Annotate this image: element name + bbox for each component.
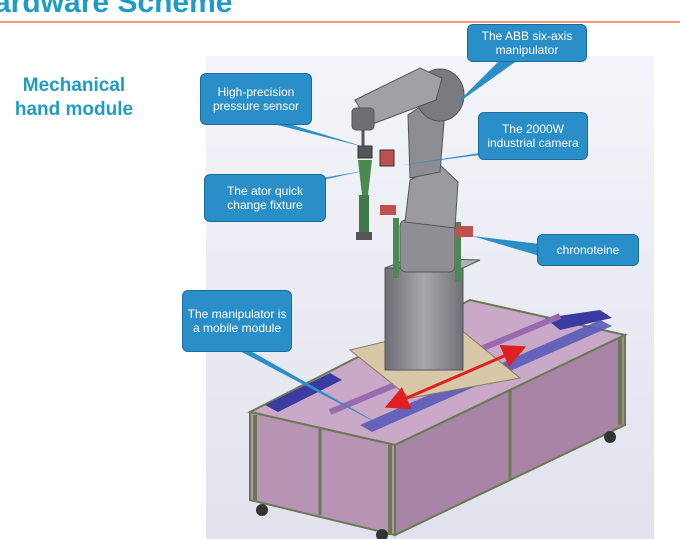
module-label: Mechanical hand module [0,74,148,122]
motion-arrow [384,344,527,410]
robot-pedestal [399,219,456,273]
rail-right [545,310,612,330]
leader-abb [455,60,518,105]
robot-wrist [351,107,375,131]
callout-mobile-module: The manipulator is a mobile module [182,290,292,352]
title-divider [0,21,680,23]
leader-mobile [215,338,390,430]
callout-chronoteine: chronoteine [537,234,639,266]
leader-pressure [258,120,368,148]
callout-pressure-sensor: High-precision pressure sensor [200,73,312,125]
module-label-line2: hand module [14,99,134,120]
robot-body [404,164,459,229]
callout-abb-manipulator: The ABB six-axis manipulator [467,24,587,62]
robot-base-box [384,267,464,371]
callout-industrial-camera: The 2000W industrial camera [478,112,588,160]
industrial-camera [379,149,395,167]
callout-quick-change-fixture: The ator quick change fixture [204,174,326,222]
quick-change-fixture [358,160,372,195]
rail-left [265,373,342,412]
leader-chrono [472,236,540,256]
pressure-sensor [357,145,373,159]
slide-title: ardware Scheme [0,0,233,19]
module-label-line1: Mechanical [22,75,126,96]
